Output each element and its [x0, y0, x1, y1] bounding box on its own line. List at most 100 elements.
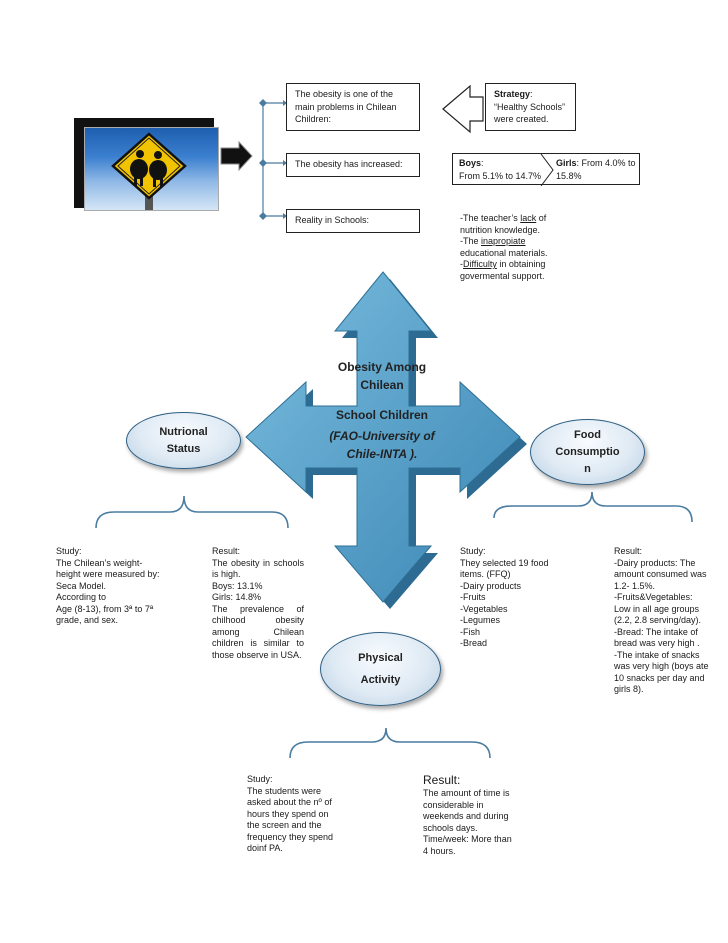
result-line: chilhood obesity: [212, 615, 304, 625]
result-line: The amount of time is: [423, 788, 510, 798]
oval-label: Food: [574, 428, 601, 441]
bracket-food: [493, 491, 693, 523]
reality-text-part: -The: [460, 236, 482, 246]
reality-text-part: -: [460, 259, 463, 269]
result-line: Result:: [212, 546, 241, 556]
study-line: Study:: [247, 774, 273, 784]
girls-label-line: Girls: From 4.0% to: [556, 157, 636, 170]
food-result: Result: -Dairy products: The amount cons…: [614, 546, 722, 696]
girls-rest: : From 4.0% to: [576, 158, 636, 168]
bracket-physical: [289, 727, 491, 759]
reality-list: -The teacher’s lack of nutrition knowled…: [460, 213, 570, 282]
study-line: -Bread: [460, 638, 488, 648]
result-line: weekends and during: [423, 811, 509, 821]
reality-text: Reality in Schools:: [295, 215, 370, 225]
result-line: -Dairy products: The: [614, 557, 696, 568]
sign-picture: [84, 127, 219, 211]
study-line: The Chilean’s weight-: [56, 557, 143, 568]
study-line: grade, and sex.: [56, 615, 119, 625]
boys-value: From 5.1% to 14.7%: [459, 170, 542, 181]
study-line: the screen and the: [247, 820, 322, 830]
result-line: Low in all age groups: [614, 603, 700, 614]
result-line: is high.: [212, 569, 241, 579]
left-arrow-icon: [442, 84, 484, 134]
result-line: schools days.: [423, 822, 478, 833]
result-line: 10 snacks per day and: [614, 672, 705, 683]
study-line: According to: [56, 592, 107, 602]
study-line: Study:: [460, 546, 486, 556]
result-line: Boys: 13.1%: [212, 580, 263, 591]
boys-label: Boys: [459, 158, 482, 168]
reality-underline: Difficulty: [463, 259, 497, 269]
reality-box: Reality in Schools:: [286, 209, 420, 233]
reality-line: educational materials.: [460, 247, 548, 258]
study-line: items. (FFQ): [460, 569, 511, 579]
center-title-line: Chilean: [360, 378, 404, 392]
food-consumption-oval: Food Consumptio n: [530, 419, 645, 485]
result-line: -Fruits&Vegetables:: [614, 592, 693, 602]
connector-tree: [262, 102, 283, 217]
boys-girls-box: Boys: From 5.1% to 14.7% Girls: From 4.0…: [452, 153, 640, 186]
obesity-problem-line: main problems in Chilean: [295, 101, 397, 112]
result-line: among Chilean: [212, 626, 304, 637]
strategy-label: Strategy: [494, 89, 531, 99]
result-line: considerable in: [423, 799, 484, 810]
oval-label: n: [584, 462, 591, 475]
center-title-line: School Children: [335, 408, 428, 422]
study-line: -Dairy products: [460, 580, 522, 591]
boys-label-line: Boys:: [459, 157, 541, 170]
study-line: -Vegetables: [460, 603, 508, 614]
strategy-label-line: Strategy:: [494, 88, 567, 101]
reality-line: -The inapropiate: [460, 236, 570, 248]
school-crossing-obesity-sign-icon: [111, 132, 187, 210]
study-line: They selected 19 food: [460, 557, 549, 568]
obesity-problem-box: The obesity is one of the main problems …: [286, 83, 420, 131]
study-line: -Legumes: [460, 615, 501, 625]
result-line: children is similar to: [212, 638, 304, 648]
four-way-arrow: [245, 271, 521, 603]
reality-text-part: -The teacher’s: [460, 213, 521, 223]
strategy-colon: :: [530, 89, 533, 99]
study-line: frequency they spend: [247, 831, 334, 842]
study-line: height were measured by:: [56, 569, 160, 579]
strategy-box: Strategy: “Healthy Schools” were created…: [485, 83, 576, 131]
study-line: -Fruits: [460, 592, 486, 602]
boys-colon: :: [481, 158, 484, 168]
bracket-nutritional: [95, 495, 289, 529]
study-line: hours they spend on: [247, 808, 329, 819]
center-title-line: Chile-INTA ).: [346, 447, 418, 461]
result-line: amount consumed was: [614, 569, 707, 579]
nutritional-status-oval: Nutrional Status: [126, 412, 241, 469]
result-line: was very high (boys ate: [614, 661, 709, 671]
obesity-increased-text: The obesity has increased:: [295, 159, 403, 169]
strategy-line: “Healthy Schools”: [494, 101, 566, 112]
girls-cell: Girls: From 4.0% to 15.8%: [556, 157, 636, 182]
strategy-line: were created.: [494, 114, 549, 124]
reality-line: -Difficulty in obtaining: [460, 259, 570, 271]
center-title-line: (FAO-University of: [329, 429, 435, 443]
physical-result-title: Result:: [423, 773, 461, 787]
study-line: Study:: [56, 546, 82, 556]
obesity-increased-box: The obesity has increased:: [286, 153, 420, 177]
result-line: girls 8).: [614, 684, 644, 694]
obesity-problem-line: The obesity is one of the: [295, 89, 394, 99]
study-line: The students were: [247, 785, 322, 796]
result-line: The prevalence of: [212, 603, 304, 614]
nutritional-study: Study: The Chilean’s weight- height were…: [56, 546, 196, 627]
reality-text-part: in obtaining: [496, 259, 546, 269]
boys-girls-divider: [540, 154, 554, 186]
oval-label: Physical: [358, 652, 403, 664]
result-line: 4 hours.: [423, 845, 456, 856]
study-line: -Fish: [460, 626, 480, 637]
result-line: The obesity in schools: [212, 557, 304, 568]
boys-cell: Boys: From 5.1% to 14.7%: [459, 157, 541, 182]
result-line: -The intake of snacks: [614, 649, 700, 660]
oval-label: Status: [166, 442, 201, 455]
center-title-line: Obesity Among: [337, 360, 427, 374]
physical-result: Result: The amount of time is considerab…: [423, 772, 533, 857]
obesity-problem-line: Children:: [295, 114, 332, 124]
result-line: (2.2, 2.8 serving/day).: [614, 615, 702, 625]
result-line: Time/week: More than: [423, 834, 512, 844]
oval-label: Nutrional: [159, 425, 208, 438]
